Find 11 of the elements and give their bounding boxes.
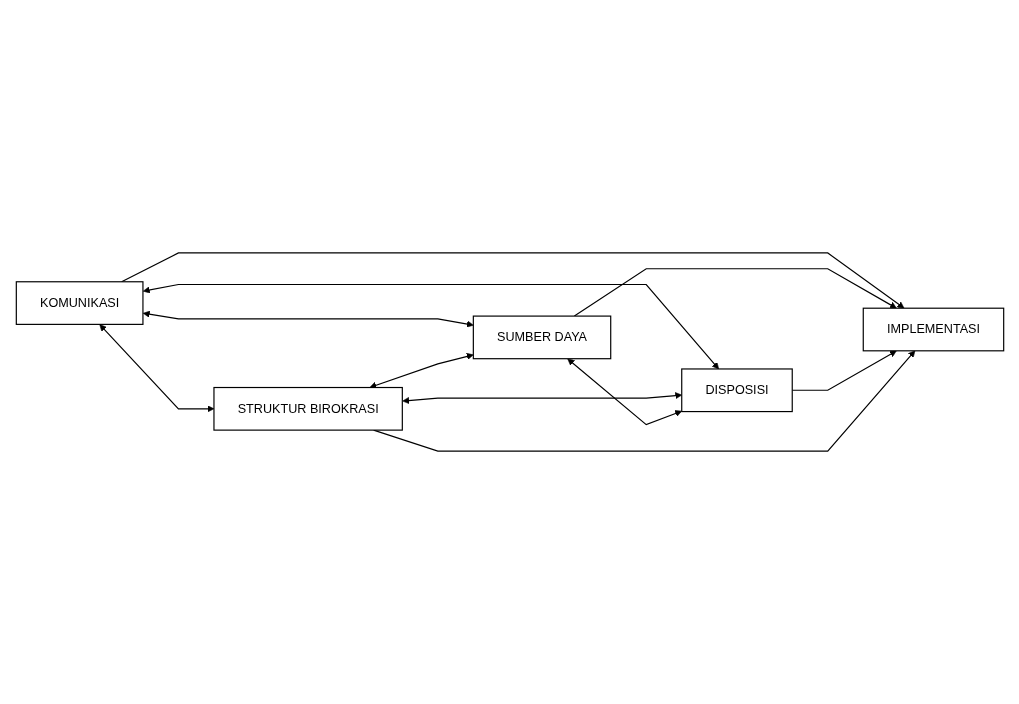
arrow: [142, 283, 719, 370]
node-box: DISPOSISI: [680, 368, 793, 413]
arrow: [573, 268, 897, 317]
arrow: [566, 358, 682, 426]
node-box: SUMBER DAYA: [472, 315, 611, 360]
node-box: KOMUNIKASI: [15, 281, 144, 325]
arrow: [401, 392, 682, 404]
arrow: [98, 324, 214, 413]
node-box: STRUKTUR BIROKRASI: [212, 386, 403, 431]
node-box: IMPLEMENTASI: [862, 307, 1004, 352]
arrow: [791, 350, 897, 391]
